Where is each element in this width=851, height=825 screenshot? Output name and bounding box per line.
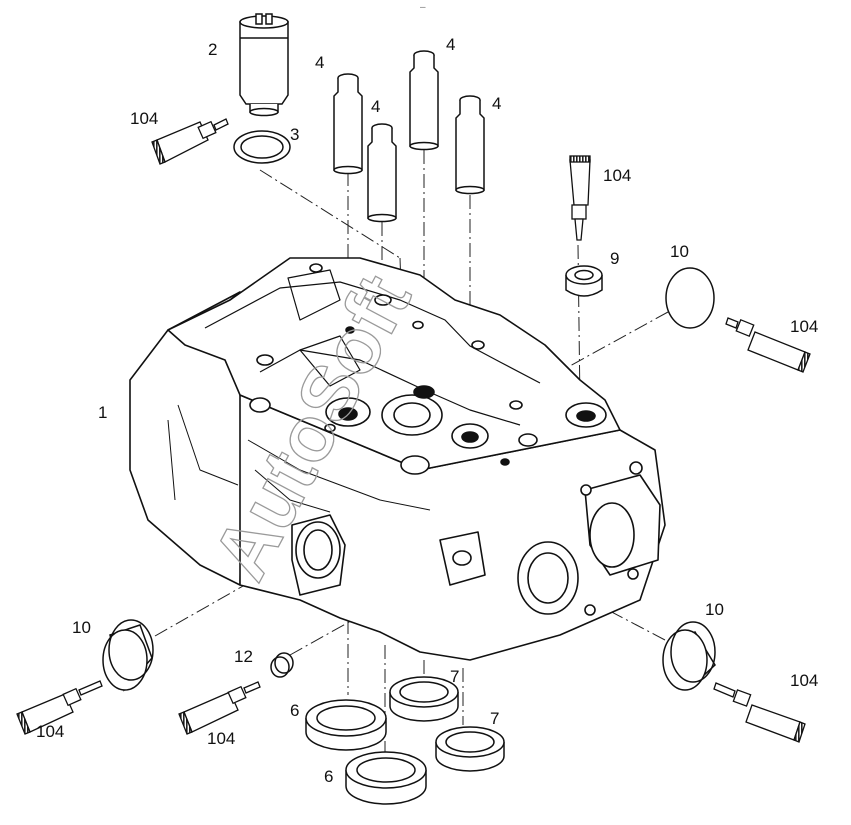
top-mark: –: [420, 2, 426, 13]
sealant-tube-right: [725, 317, 811, 373]
seat-rings: [305, 676, 505, 805]
seat-ring-6b: [345, 751, 427, 805]
callout-plug-top-right: 10: [670, 242, 689, 261]
callout-head: 1: [98, 403, 107, 422]
cylinder-head: [129, 257, 666, 661]
callout-guide-b: 4: [371, 97, 380, 116]
seat-ring-7a: [389, 676, 459, 722]
valve-guide-tool: [239, 13, 289, 117]
valve-guide-c: [409, 50, 439, 151]
callout-seat-a: 6: [290, 701, 299, 720]
plug-right: [662, 621, 716, 691]
sealant-tubes: [16, 118, 811, 743]
valve-guide-a: [333, 73, 363, 175]
callout-guide-a: 4: [315, 53, 324, 72]
sealant-tube-top-left: [151, 118, 229, 165]
callout-plug-12: 12: [234, 647, 253, 666]
callout-guide-c: 4: [446, 35, 455, 54]
callout-plug-left: 10: [72, 618, 91, 637]
sealant-tube-bottom-center: [178, 681, 261, 735]
valve-guides: [333, 50, 485, 223]
plug-left: [102, 619, 154, 692]
o-ring: [233, 130, 291, 164]
callout-sealant-bottom-left: 104: [36, 722, 64, 741]
callout-guide-tool: 2: [208, 40, 217, 59]
callout-plug-right: 10: [705, 600, 724, 619]
callout-ring-3: 3: [290, 125, 299, 144]
valve-guide-d: [455, 95, 485, 195]
callout-guide-d: 4: [492, 94, 501, 113]
seat-ring-7b: [435, 726, 505, 772]
sealant-tube-bottom-right: [713, 682, 806, 743]
callouts: 1 2 3 4 4 4 4 6 6 7 7 9 10 10 10 12 104 …: [36, 35, 818, 786]
seal-9: [565, 265, 603, 297]
valve-guide-b: [367, 123, 397, 223]
callout-seal-9: 9: [610, 249, 619, 268]
plug-12: [270, 652, 294, 678]
callout-sealant-top-left: 104: [130, 109, 158, 128]
callout-sealant-bottom-right: 104: [790, 671, 818, 690]
callout-seat-d: 7: [490, 709, 499, 728]
sealant-tube-bottom-left: [16, 680, 103, 735]
callout-seat-c: 7: [450, 667, 459, 686]
sealant-tube-top-center: [569, 155, 591, 241]
callout-sealant-top-center: 104: [603, 166, 631, 185]
seat-ring-6a: [305, 699, 387, 751]
callout-sealant-right: 104: [790, 317, 818, 336]
callout-seat-b: 6: [324, 767, 333, 786]
plug-top-right: [665, 267, 715, 329]
callout-sealant-bottom-center: 104: [207, 729, 235, 748]
